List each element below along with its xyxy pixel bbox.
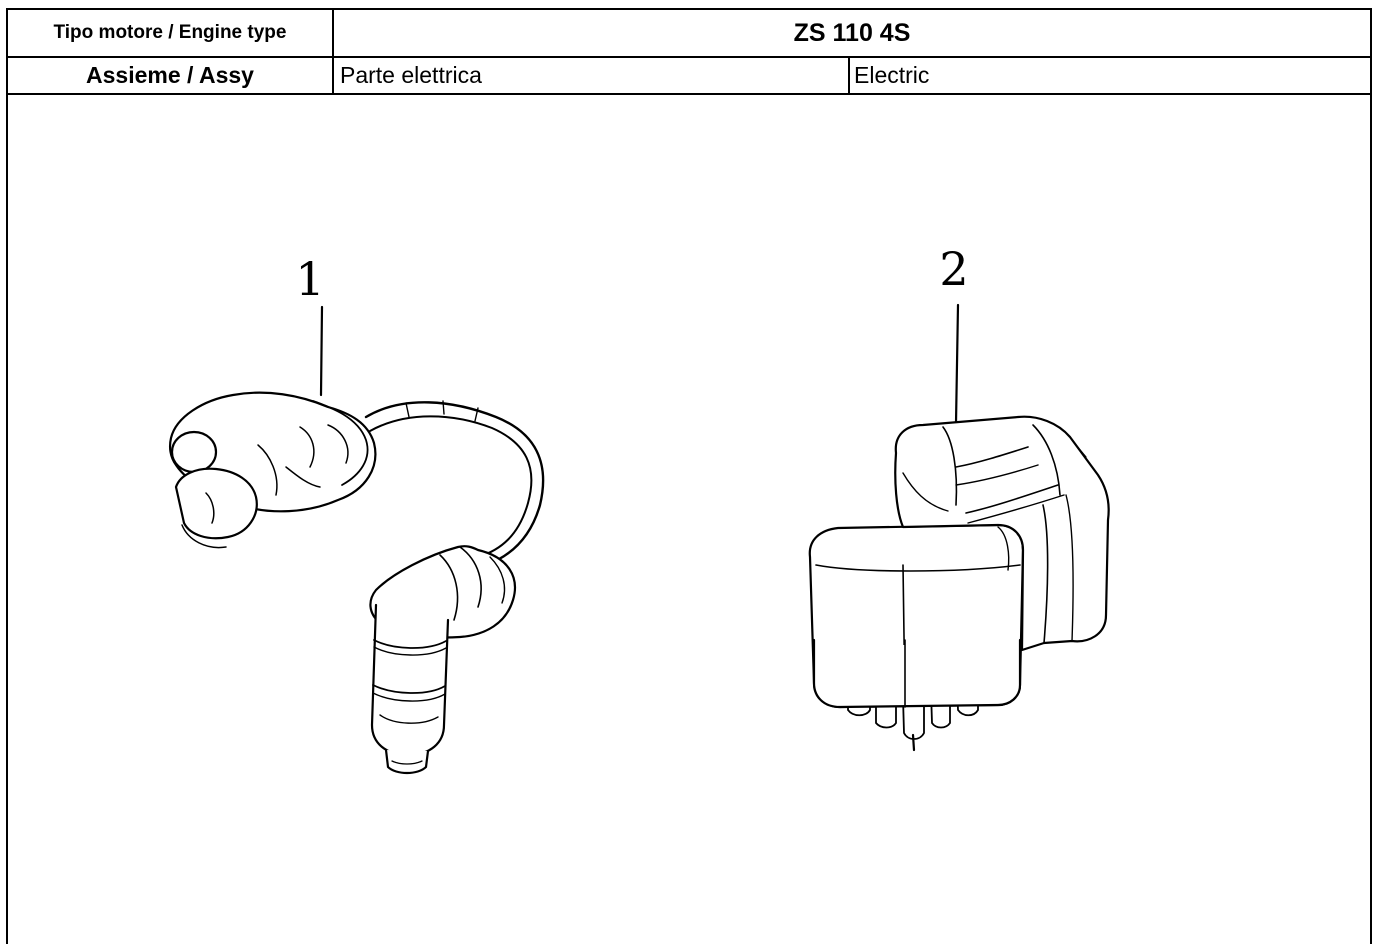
cdi-unit-icon: 2 — [808, 242, 1110, 752]
leader-line-2 — [954, 303, 960, 425]
part-number-1: 1 — [295, 252, 324, 306]
assy-row: Assieme / Assy Parte elettrica Electric — [8, 58, 1370, 95]
exploded-drawing: 1 — [8, 95, 1370, 944]
engine-type-value: ZS 110 4S — [793, 18, 911, 47]
engine-type-row: Tipo motore / Engine type ZS 110 4S — [8, 10, 1370, 58]
assy-label: Assieme / Assy — [8, 58, 334, 93]
ignition-coil-icon: 1 — [168, 252, 545, 775]
leader-line-1 — [319, 305, 324, 397]
part-number-2: 2 — [939, 242, 968, 296]
parts-sheet: Tipo motore / Engine type ZS 110 4S Assi… — [6, 8, 1372, 944]
drawing-canvas: 1 — [168, 242, 1110, 775]
engine-type-label: Tipo motore / Engine type — [8, 10, 334, 56]
assy-english: Electric — [854, 62, 930, 88]
assy-italian: Parte elettrica — [334, 58, 850, 93]
